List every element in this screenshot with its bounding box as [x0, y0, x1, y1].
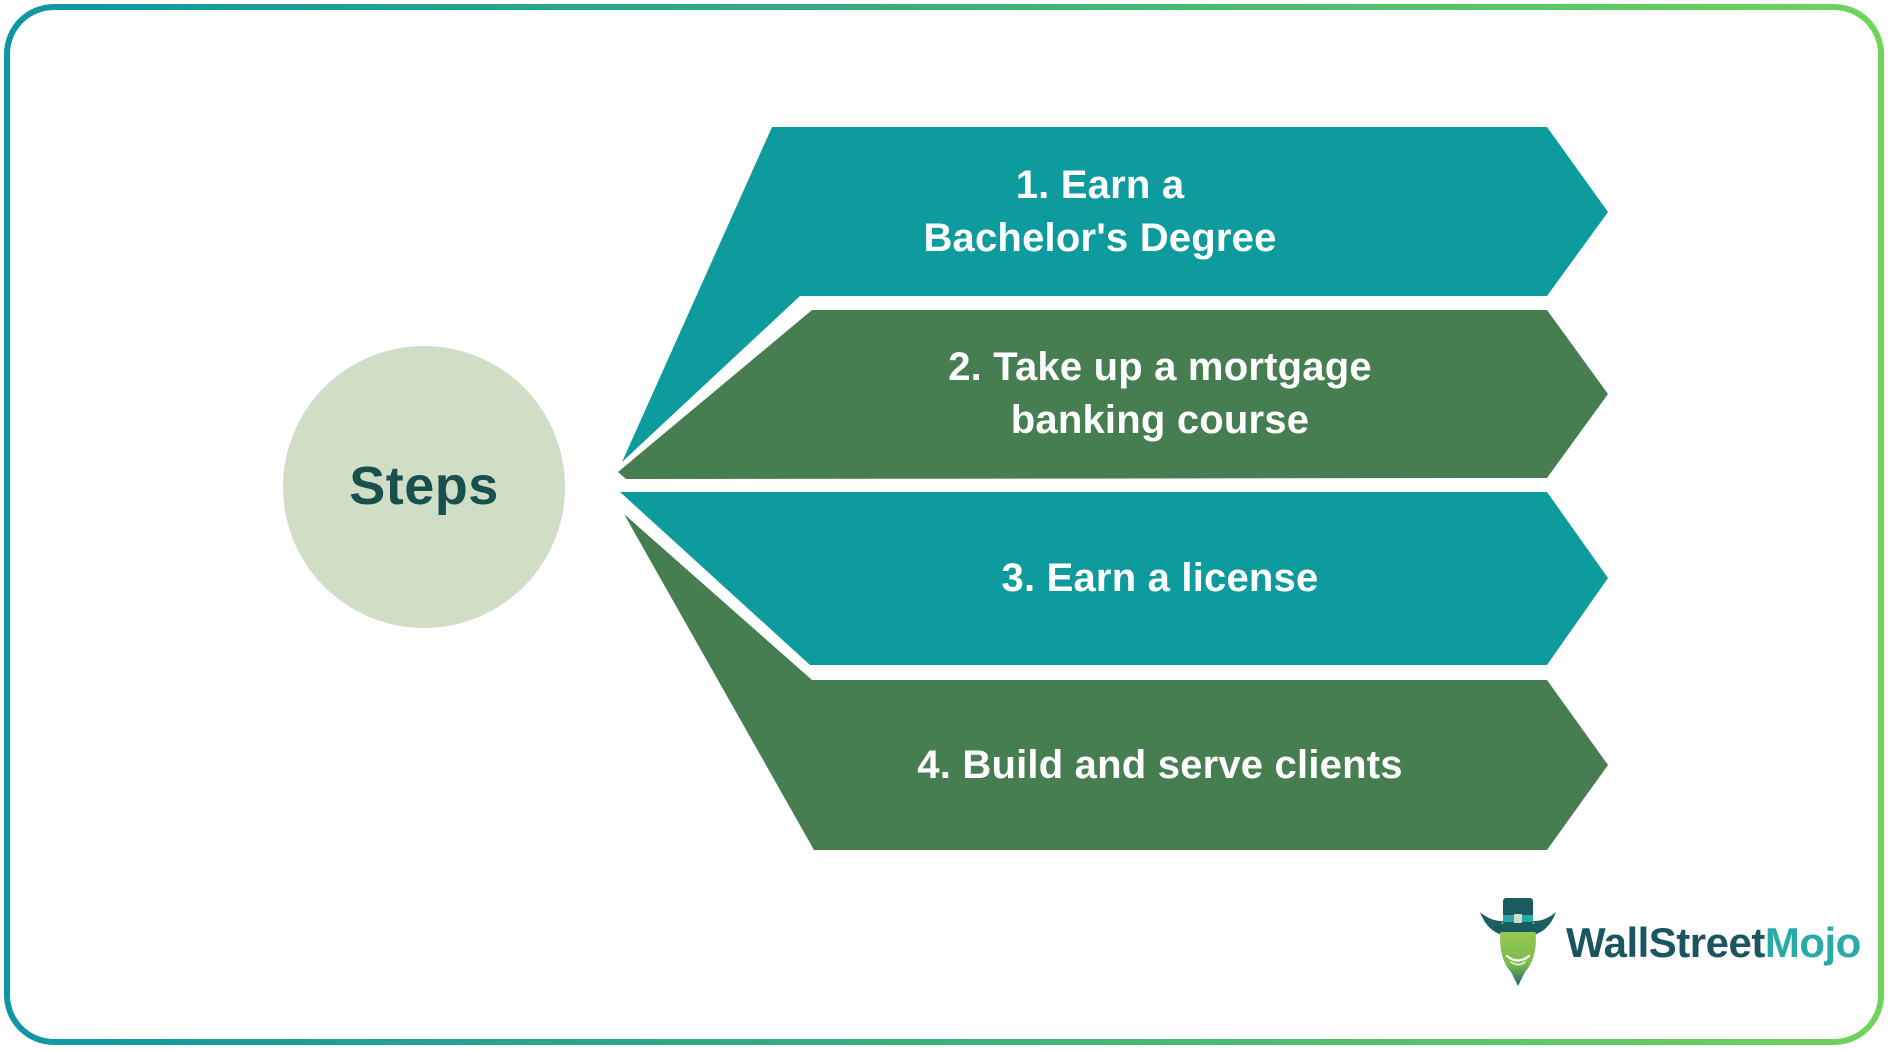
step-arrow-1 — [622, 127, 1608, 462]
brand-text-mojo: Mojo — [1764, 919, 1861, 966]
step-1-label: 1. Earn a Bachelor's Degree — [923, 162, 1277, 260]
bull-mascot-icon — [1480, 898, 1556, 986]
step-3-label: 3. Earn a license — [1001, 556, 1319, 601]
brand-wordmark: WallStreetMojo — [1566, 919, 1861, 967]
step-2-label: 2. Take up a mortgage banking course — [948, 345, 1372, 442]
step-4-label: 4. Build and serve clients — [917, 742, 1403, 787]
hub-circle — [283, 346, 565, 628]
brand-logo: WallStreetMojo — [1478, 896, 1861, 990]
step-arrow-4 — [624, 514, 1608, 850]
step-arrow-2 — [618, 310, 1608, 479]
step-arrow-3 — [620, 492, 1608, 665]
brand-text-wallstreet: WallStreet — [1566, 919, 1765, 966]
hub-label: Steps — [349, 456, 499, 516]
